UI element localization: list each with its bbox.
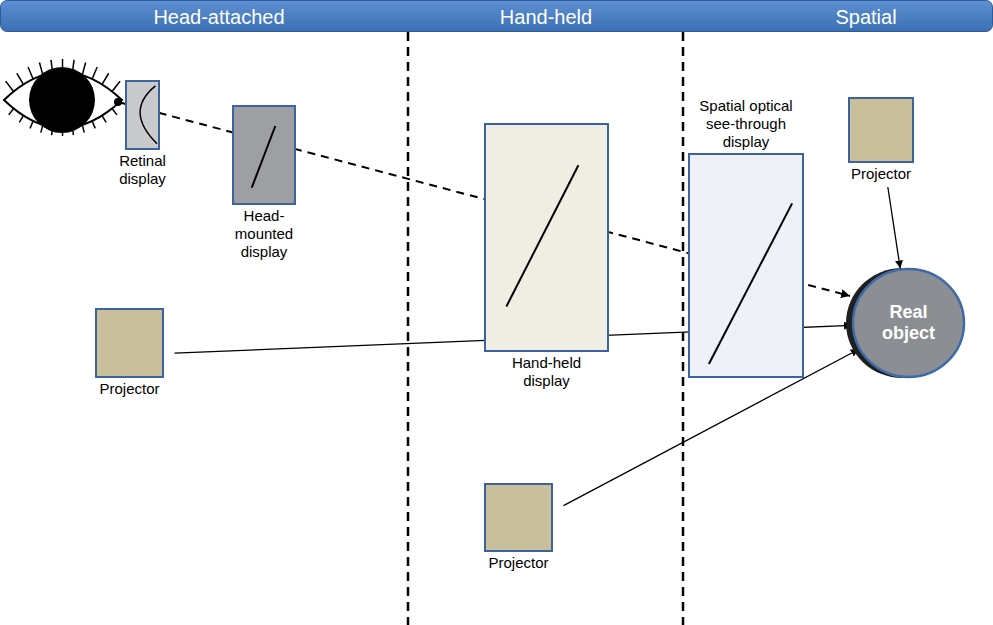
component-label: Projector: [474, 554, 564, 572]
optics: [486, 125, 607, 350]
eyelash: [72, 60, 74, 73]
combiner-line: [709, 203, 792, 364]
spatial-box: Spatial optical see-through display: [688, 153, 804, 378]
eyelash: [41, 125, 43, 133]
eyelash: [17, 73, 24, 84]
eyelash: [82, 63, 85, 76]
section-divider: [407, 32, 410, 625]
optics: [234, 107, 294, 203]
hmd-box: Head-mounted display: [232, 105, 296, 205]
section-title: Head-attached: [69, 1, 369, 33]
projection-arrow: [888, 187, 900, 269]
eyelash: [102, 116, 106, 123]
projector-box: Projector: [95, 308, 164, 378]
retinal-display-box: Retinal display: [125, 80, 160, 150]
optics: [690, 155, 802, 376]
component-label: Projector: [85, 380, 175, 398]
section-divider: [682, 32, 685, 625]
eyelash: [51, 60, 53, 73]
section-title: Hand-held: [396, 1, 696, 33]
eyelash: [30, 121, 33, 128]
eyelash: [6, 81, 14, 91]
retina-curve: [140, 86, 157, 144]
eyelash: [52, 127, 53, 135]
eyelash: [19, 116, 23, 123]
component-label: Hand-held display: [492, 354, 602, 390]
eyelash: [28, 67, 33, 79]
eye-illustration: [4, 59, 122, 136]
eyelash: [112, 109, 117, 115]
object-label: Real object: [869, 302, 949, 344]
object-ellipse: [853, 269, 964, 377]
section-header: Head-attached Hand-held Spatial: [0, 0, 993, 32]
component-label: Retinal display: [103, 152, 183, 188]
projector-box: Projector: [848, 97, 914, 163]
eyelash: [9, 109, 14, 115]
eyelash: [62, 59, 64, 72]
projector-box: Projector: [484, 483, 553, 552]
component-label: Projector: [836, 165, 926, 183]
handheld-box: Hand-held display: [484, 123, 609, 352]
eyelash: [92, 67, 97, 79]
eyelash: [92, 121, 95, 128]
eyelash: [102, 73, 109, 84]
combiner-line: [506, 165, 578, 306]
optics: [127, 82, 158, 148]
section-title: Spatial: [716, 1, 993, 33]
eyelash: [62, 128, 64, 136]
component-label: Head-mounted display: [224, 207, 304, 261]
eyelash: [72, 127, 73, 135]
eyelash: [112, 81, 120, 91]
eyelash: [39, 63, 42, 76]
eyelash: [82, 125, 84, 133]
real-object: Real object: [852, 268, 965, 378]
component-label: Spatial optical see-through display: [688, 97, 804, 151]
combiner-line: [252, 126, 276, 188]
